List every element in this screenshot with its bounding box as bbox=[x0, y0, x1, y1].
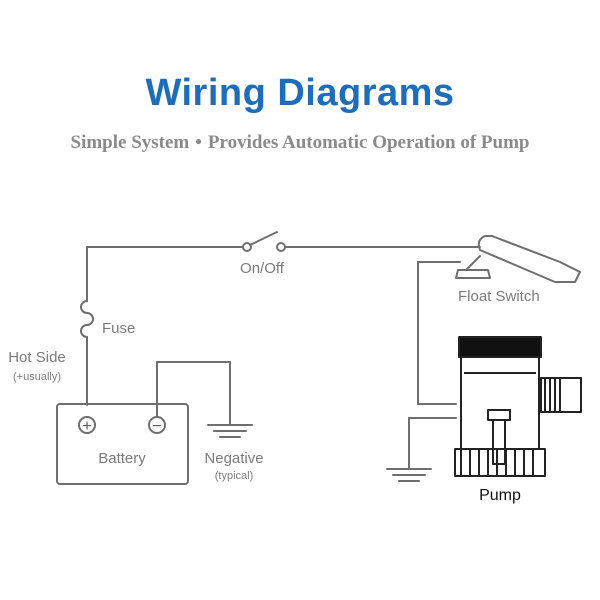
pump-drawing bbox=[454, 336, 582, 477]
negative-label: Negative bbox=[204, 450, 263, 467]
battery-negative-symbol: − bbox=[152, 418, 161, 435]
float-to-pump-wire bbox=[417, 261, 457, 405]
battery-label: Battery bbox=[98, 450, 146, 467]
subtitle-part-2: Provides Automatic Operation of Pump bbox=[207, 132, 530, 153]
negative-ground-symbol bbox=[207, 424, 253, 438]
page-subtitle: Simple System•Provides Automatic Operati… bbox=[0, 132, 600, 154]
subtitle-part-1: Simple System bbox=[70, 132, 190, 153]
negative-note: (typical) bbox=[215, 470, 254, 482]
negative-wire bbox=[156, 361, 231, 426]
battery-positive-symbol: + bbox=[82, 418, 91, 435]
on-off-label: On/Off bbox=[240, 260, 285, 277]
switch-contact-right bbox=[276, 242, 286, 252]
hot-side-note: (+usually) bbox=[13, 371, 61, 383]
fuse-label: Fuse bbox=[102, 320, 135, 337]
float-switch-body bbox=[477, 235, 581, 283]
battery-positive-terminal bbox=[78, 416, 96, 434]
pump-label: Pump bbox=[479, 487, 521, 504]
on-off-switch-blade bbox=[249, 231, 278, 246]
subtitle-separator: • bbox=[195, 132, 202, 153]
float-switch-base bbox=[455, 269, 491, 279]
battery-case bbox=[56, 403, 189, 485]
float-switch-hinge bbox=[465, 255, 481, 271]
float-switch-label: Float Switch bbox=[458, 288, 540, 305]
fuse-symbol bbox=[80, 300, 94, 338]
hot-wire-upper bbox=[86, 246, 244, 302]
hot-side-label: Hot Side bbox=[8, 349, 66, 366]
pump-ground-symbol bbox=[386, 468, 432, 482]
switch-contact-left bbox=[242, 242, 252, 252]
page-title: Wiring Diagrams bbox=[145, 72, 455, 114]
